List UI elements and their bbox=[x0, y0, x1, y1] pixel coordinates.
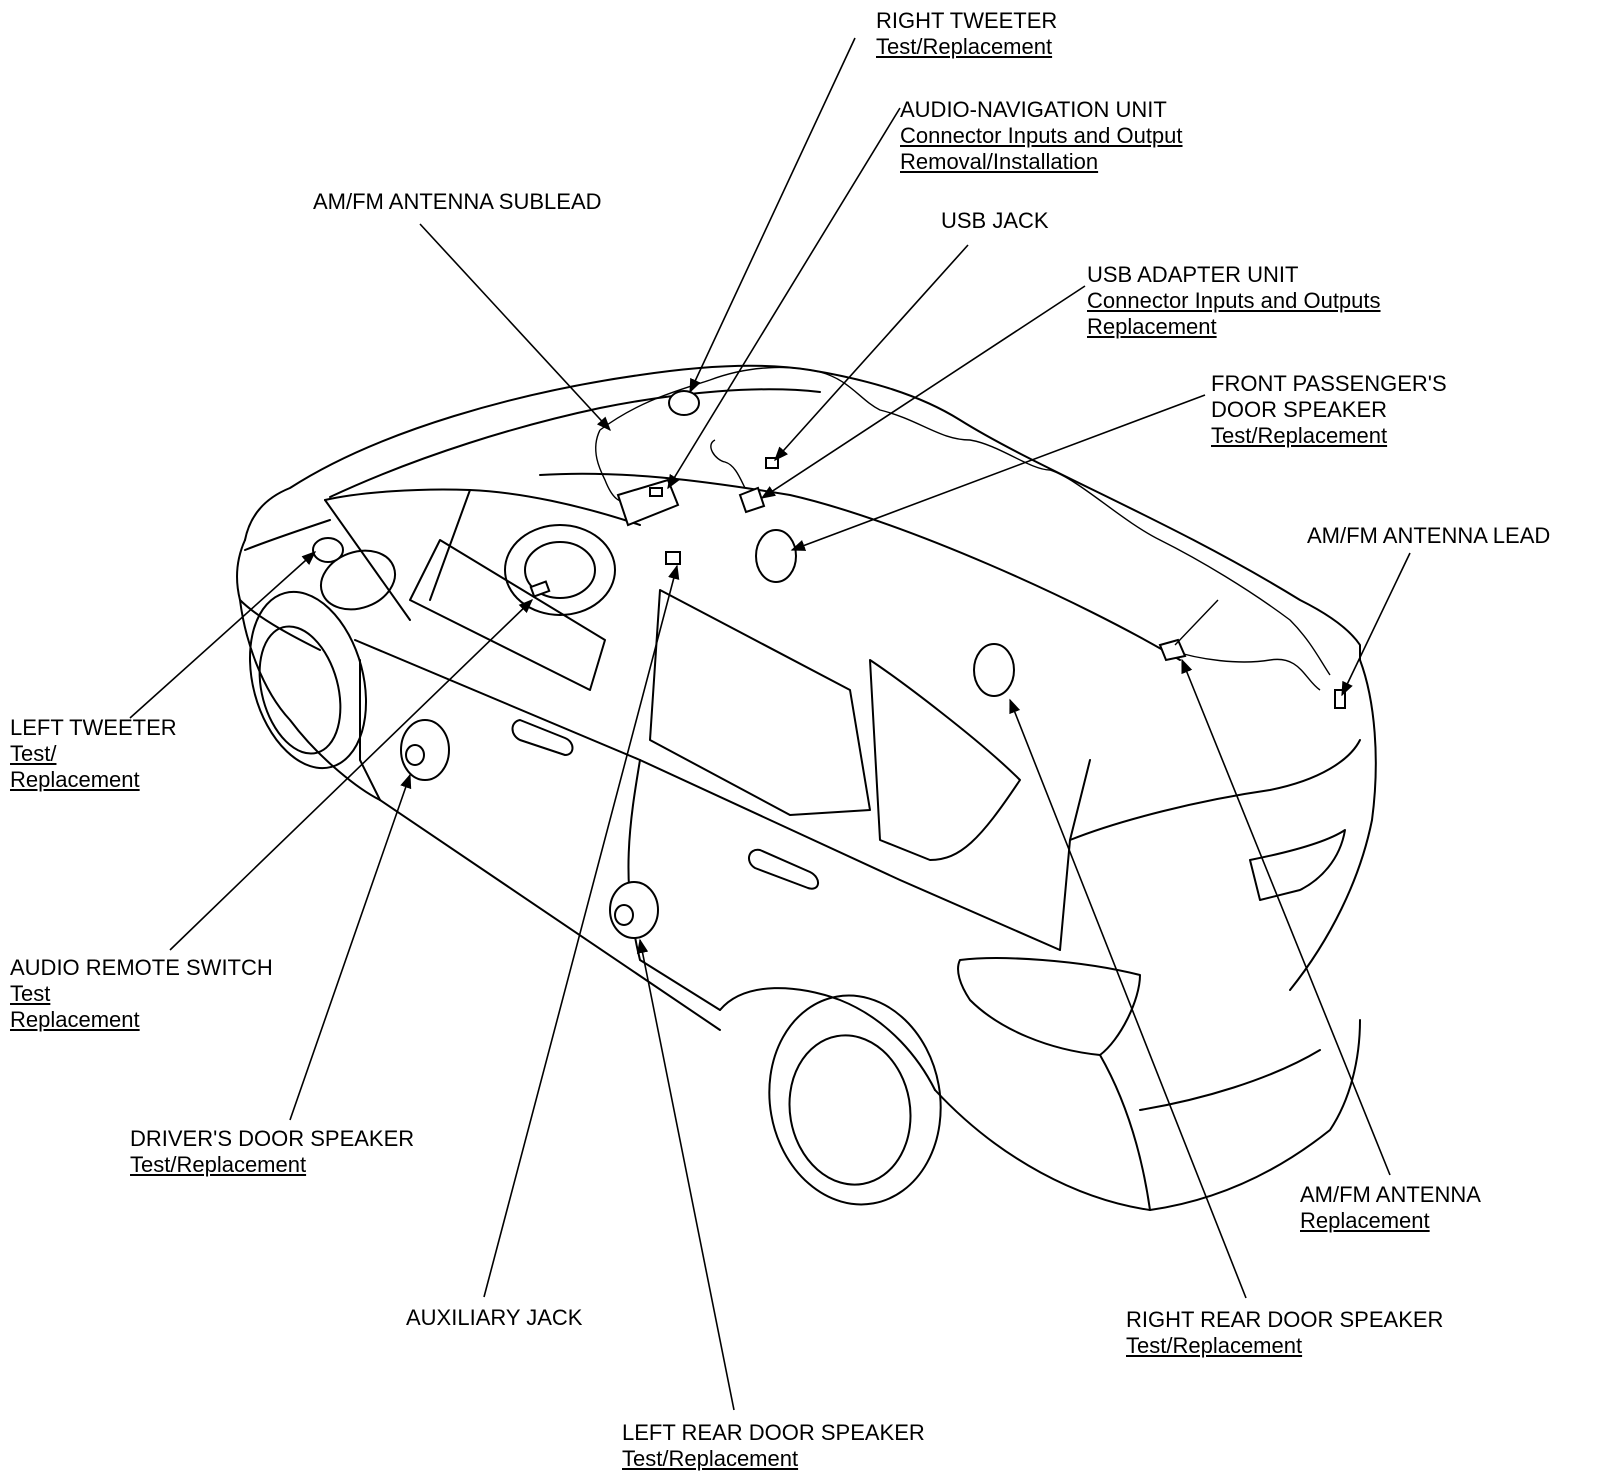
audio-remote-switch-icon bbox=[529, 580, 551, 598]
link-am-fm-antenna-replacement[interactable]: Replacement bbox=[1300, 1208, 1430, 1233]
link-left-rear-test-replacement[interactable]: Test/Replacement bbox=[622, 1446, 799, 1471]
label-name: AUDIO REMOTE SWITCH bbox=[10, 955, 273, 980]
label-usb-adapter-unit: USB ADAPTER UNIT Connector Inputs and Ou… bbox=[1087, 262, 1381, 340]
leader-lines bbox=[129, 37, 1411, 1411]
link-audio-remote-test[interactable]: Test bbox=[10, 981, 51, 1006]
label-name: AM/FM ANTENNA LEAD bbox=[1307, 523, 1551, 548]
label-left-rear-door-speaker: LEFT REAR DOOR SPEAKER Test/Replacement bbox=[622, 1420, 925, 1472]
link-usb-adapter-replacement[interactable]: Replacement bbox=[1087, 314, 1217, 339]
label-audio-nav-unit: AUDIO-NAVIGATION UNIT Connector Inputs a… bbox=[900, 97, 1183, 175]
link-audio-nav-removal[interactable]: Removal/Installation bbox=[900, 149, 1099, 174]
label-name: RIGHT REAR DOOR SPEAKER bbox=[1126, 1307, 1444, 1332]
label-name: AUDIO-NAVIGATION UNIT bbox=[900, 97, 1167, 122]
label-name: AUXILIARY JACK bbox=[406, 1305, 583, 1330]
link-right-tweeter-test-replacement[interactable]: Test/Replacement bbox=[876, 34, 1053, 59]
right-rear-door-speaker-icon bbox=[973, 643, 1015, 697]
label-name: AM/FM ANTENNA SUBLEAD bbox=[313, 189, 602, 214]
left-tweeter-icon bbox=[312, 537, 344, 563]
label-name: LEFT REAR DOOR SPEAKER bbox=[622, 1420, 925, 1445]
link-usb-adapter-connector[interactable]: Connector Inputs and Outputs bbox=[1087, 288, 1381, 313]
label-name-2: DOOR SPEAKER bbox=[1211, 397, 1388, 422]
am-fm-antenna-lead-icon bbox=[1334, 689, 1346, 709]
label-audio-remote-switch: AUDIO REMOTE SWITCH Test Replacement bbox=[10, 955, 273, 1033]
label-auxiliary-jack: AUXILIARY JACK bbox=[406, 1305, 582, 1331]
label-right-tweeter: RIGHT TWEETER Test/Replacement bbox=[876, 8, 1057, 60]
label-usb-jack: USB JACK bbox=[941, 208, 1049, 234]
label-front-passenger-door-speaker: FRONT PASSENGER'S DOOR SPEAKER Test/Repl… bbox=[1211, 371, 1447, 449]
usb-adapter-unit-icon bbox=[738, 486, 766, 514]
label-am-fm-antenna-lead: AM/FM ANTENNA LEAD bbox=[1307, 523, 1550, 549]
label-drivers-door-speaker: DRIVER'S DOOR SPEAKER Test/Replacement bbox=[130, 1126, 414, 1178]
usb-jack-icon bbox=[765, 457, 779, 469]
components bbox=[312, 390, 1346, 939]
label-name: FRONT PASSENGER'S bbox=[1211, 371, 1447, 396]
label-name: DRIVER'S DOOR SPEAKER bbox=[130, 1126, 415, 1151]
label-name: USB ADAPTER UNIT bbox=[1087, 262, 1299, 287]
link-front-passenger-test-replacement[interactable]: Test/Replacement bbox=[1211, 423, 1388, 448]
label-name: RIGHT TWEETER bbox=[876, 8, 1058, 33]
label-name: LEFT TWEETER bbox=[10, 715, 177, 740]
link-audio-nav-connector[interactable]: Connector Inputs and Output bbox=[900, 123, 1183, 148]
label-am-fm-antenna-sublead: AM/FM ANTENNA SUBLEAD bbox=[313, 189, 602, 215]
link-drivers-door-test-replacement[interactable]: Test/Replacement bbox=[130, 1152, 307, 1177]
am-fm-antenna-icon bbox=[1158, 638, 1187, 662]
label-am-fm-antenna: AM/FM ANTENNA Replacement bbox=[1300, 1182, 1481, 1234]
label-name: AM/FM ANTENNA bbox=[1300, 1182, 1481, 1207]
front-passenger-speaker-icon bbox=[755, 529, 797, 583]
label-name: USB JACK bbox=[941, 208, 1049, 233]
label-left-tweeter: LEFT TWEETER Test/ Replacement bbox=[10, 715, 177, 793]
link-left-tweeter-test[interactable]: Test/ bbox=[10, 741, 57, 766]
link-left-tweeter-replacement[interactable]: Replacement bbox=[10, 767, 140, 792]
link-right-rear-test-replacement[interactable]: Test/Replacement bbox=[1126, 1333, 1303, 1358]
label-right-rear-door-speaker: RIGHT REAR DOOR SPEAKER Test/Replacement bbox=[1126, 1307, 1443, 1359]
right-tweeter-icon bbox=[668, 390, 700, 416]
auxiliary-jack-icon bbox=[665, 551, 681, 565]
car-outline bbox=[236, 364, 1377, 1211]
link-audio-remote-replacement[interactable]: Replacement bbox=[10, 1007, 140, 1032]
